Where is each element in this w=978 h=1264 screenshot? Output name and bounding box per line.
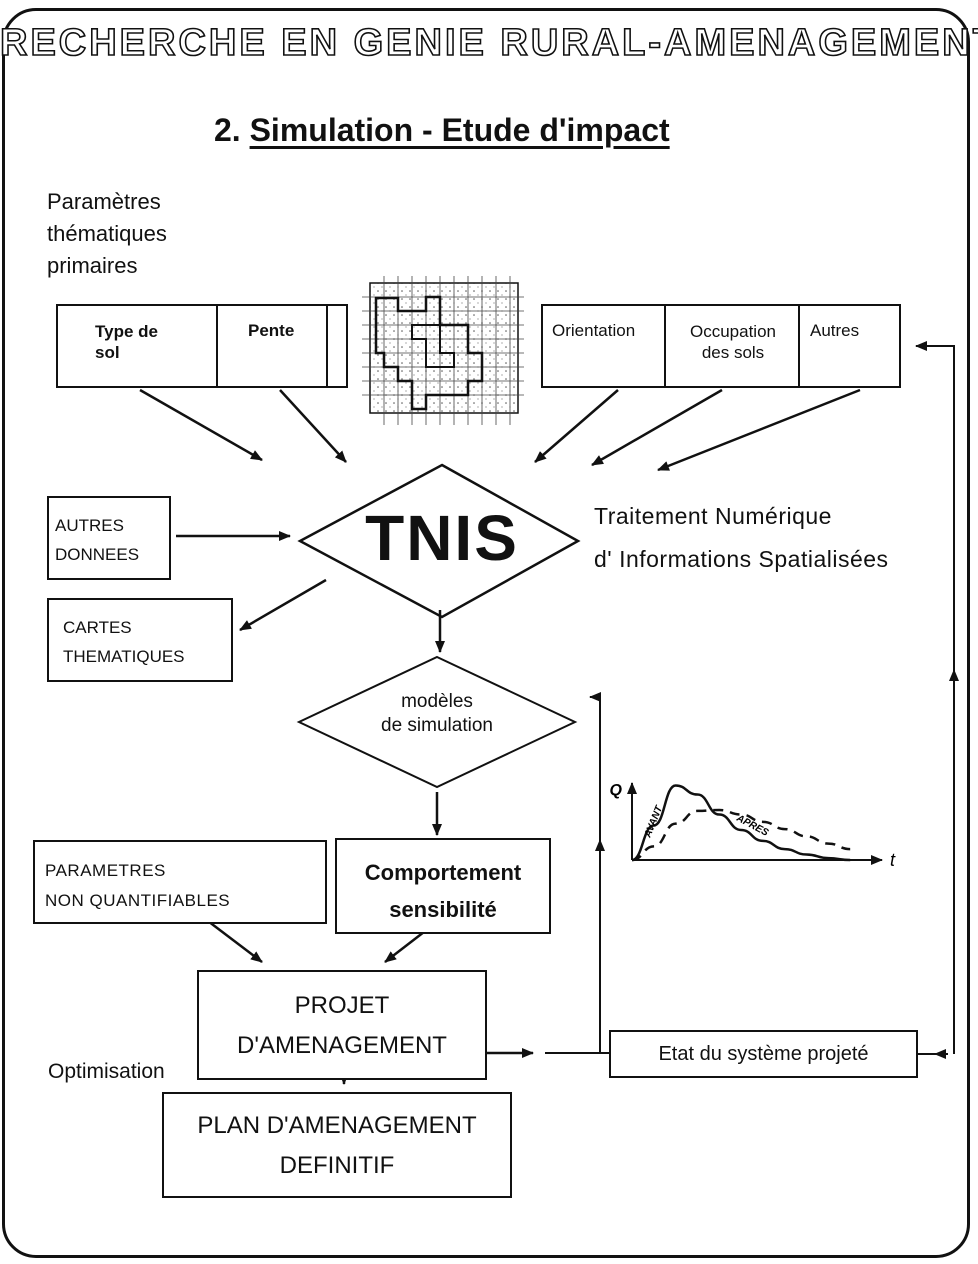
grid-map-icon [362, 276, 524, 425]
parameters-right-group [541, 304, 901, 388]
optimisation-label: Optimisation [48, 1060, 165, 1083]
tnis-label: TNIS [365, 502, 519, 574]
modeles-diamond [296, 655, 578, 789]
feedback-lines [545, 341, 959, 1059]
parametres-nq-box: PARAMETRES NON QUANTIFIABLES [33, 840, 327, 924]
tnis-diamond [297, 463, 581, 619]
etat-label: Etat du système projeté [658, 1043, 869, 1065]
subtitle: 2. Simulation - Etude d'impact [214, 112, 670, 149]
tnis-description-line1: Traitement Numérique [594, 503, 832, 529]
parameters-label: Paramètres thématiques primaires [47, 189, 167, 278]
autres-donnees-label: AUTRES DONNEES [55, 516, 140, 564]
parametres-nq-label: PARAMETRES NON QUANTIFIABLES [45, 861, 231, 910]
main-title: RECHERCHE EN GENIE RURAL-AMENAGEMENT [0, 21, 978, 65]
parameters-left-group [56, 304, 348, 388]
comportement-label: Comportement sensibilité [364, 860, 522, 923]
projet-label: PROJET D'AMENAGEMENT [237, 992, 447, 1059]
param-cell-orientation: Orientation [552, 321, 636, 340]
subtitle-text: Simulation - Etude d'impact [249, 112, 670, 148]
x-axis-label: t [890, 850, 896, 870]
etat-box: Etat du système projeté [609, 1030, 918, 1078]
series-line-avant [631, 784, 851, 862]
cartes-thematiques-label: CARTES THEMATIQUES [63, 618, 185, 666]
series-line-apres [631, 808, 851, 862]
subtitle-number: 2. [214, 112, 241, 148]
parameter-arrows [139, 388, 861, 472]
plan-label: PLAN D'AMENAGEMENT DEFINITIF [197, 1112, 477, 1179]
param-cell-occupation: Occupation des sols [690, 322, 776, 363]
autres-donnees-box: AUTRES DONNEES [47, 496, 171, 580]
param-cell-type-sol: Type de sol [95, 322, 158, 363]
diagram-frame [2, 8, 970, 1258]
tnis-description-line2: d' Informations Spatialisées [594, 546, 889, 572]
y-axis-label: Q [610, 782, 623, 799]
projet-box: PROJET D'AMENAGEMENT [197, 970, 487, 1080]
modeles-label: modèles de simulation [381, 691, 493, 736]
comportement-box: Comportement sensibilité [335, 838, 551, 934]
param-cell-pente: Pente [248, 321, 295, 340]
hydrograph-chart: Q t AVANT APRES [610, 782, 896, 870]
param-cell-autres: Autres [810, 321, 860, 340]
plan-box: PLAN D'AMENAGEMENT DEFINITIF [162, 1092, 512, 1198]
series-label-avant: AVANT [642, 804, 665, 840]
cartes-thematiques-box: CARTES THEMATIQUES [47, 598, 233, 682]
